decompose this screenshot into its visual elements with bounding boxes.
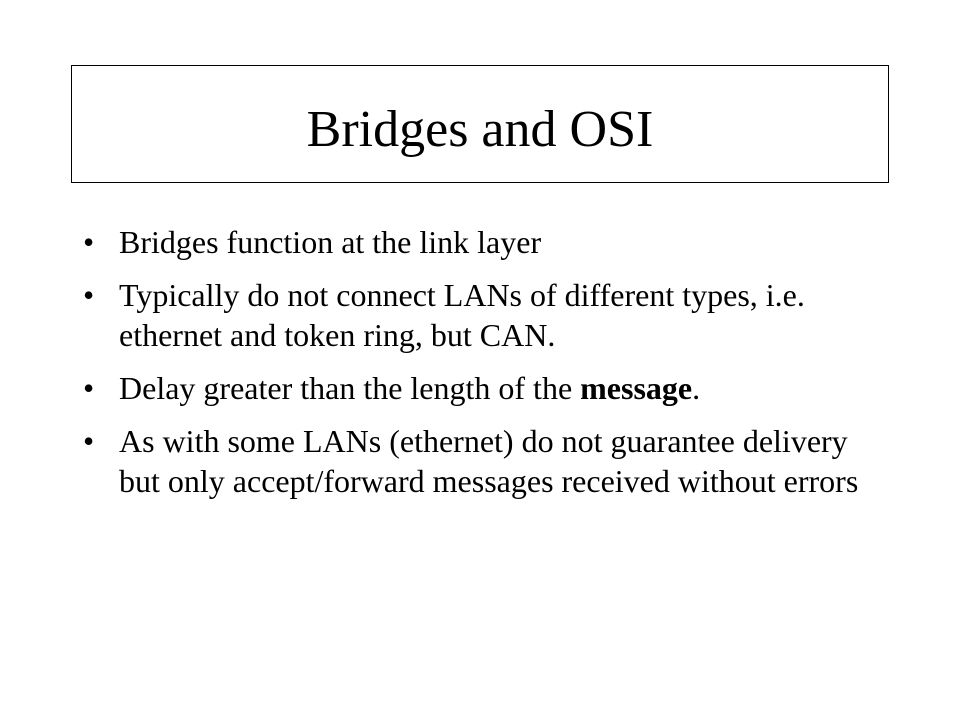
bullet-item: • Typically do not connect LANs of diffe… (83, 275, 893, 355)
bullet-icon: • (83, 370, 95, 406)
slide-title: Bridges and OSI (306, 101, 654, 158)
bullet-text: Delay greater than the length of the mes… (119, 370, 700, 406)
bullet-text: Bridges function at the link layer (119, 224, 542, 260)
bullet-text: As with some LANs (ethernet) do not guar… (119, 423, 859, 499)
bullet-text-part: . (692, 370, 701, 406)
bullet-text: Typically do not connect LANs of differe… (119, 277, 805, 353)
bullet-icon: • (83, 224, 95, 260)
bullet-item: • Delay greater than the length of the m… (83, 368, 893, 408)
bullet-icon: • (83, 423, 95, 459)
bullet-icon: • (83, 277, 95, 313)
bullet-item: • Bridges function at the link layer (83, 222, 893, 262)
title-box: Bridges and OSI (71, 65, 889, 183)
bullet-list: • Bridges function at the link layer • T… (83, 222, 893, 514)
bullet-text-part: Delay greater than the length of the (119, 370, 581, 406)
bullet-text-bold: message (580, 370, 693, 406)
bullet-item: • As with some LANs (ethernet) do not gu… (83, 421, 893, 501)
